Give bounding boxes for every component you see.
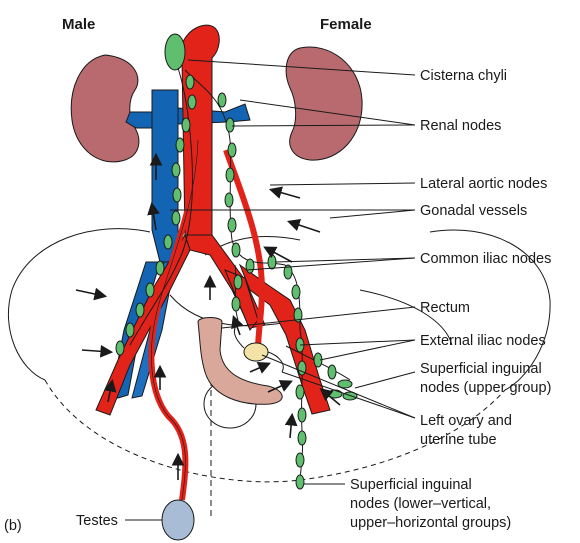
label-cisterna-chyli: Cisterna chyli: [420, 68, 507, 84]
lymph-node: [234, 275, 242, 289]
label-testes: Testes: [76, 513, 118, 529]
lymph-node: [232, 297, 240, 311]
testis: [162, 500, 194, 540]
lymph-node: [296, 385, 304, 399]
label-left-ovary-2: uterine tube: [420, 432, 497, 448]
male-header: Male: [62, 16, 95, 33]
label-rectum: Rectum: [420, 300, 470, 316]
lymph-node: [328, 365, 336, 379]
label-lateral-aortic-nodes: Lateral aortic nodes: [420, 176, 547, 192]
lymph-node: [176, 138, 184, 152]
label-superficial-inguinal-lower-2: nodes (lower–vertical,: [350, 496, 491, 512]
lymph-node: [156, 261, 164, 275]
female-header: Female: [320, 16, 372, 33]
lymph-node: [228, 218, 236, 232]
lymph-node: [296, 453, 304, 467]
lymph-node: [188, 95, 196, 109]
label-superficial-inguinal-lower-3: upper–horizontal groups): [350, 515, 511, 531]
panel-label: (b): [4, 518, 22, 534]
lymph-node: [228, 143, 236, 157]
lymph-node: [226, 168, 234, 182]
lymph-node: [164, 235, 172, 249]
label-superficial-inguinal-lower: Superficial inguinal: [350, 477, 472, 493]
label-common-iliac-nodes: Common iliac nodes: [420, 251, 551, 267]
lymph-node: [226, 118, 234, 132]
lymph-node: [292, 285, 300, 299]
left-kidney: [286, 47, 362, 160]
label-left-ovary: Left ovary and: [420, 413, 512, 429]
lymph-node: [172, 163, 180, 177]
cisterna-chyli: [165, 34, 185, 70]
lymph-node: [225, 193, 233, 207]
lymph-node: [182, 118, 190, 132]
label-gonadal-vessels: Gonadal vessels: [420, 203, 527, 219]
lymph-node: [116, 341, 124, 355]
left-ovary: [244, 343, 268, 361]
lymph-node: [136, 303, 144, 317]
label-superficial-inguinal-upper: Superficial inguinal: [420, 361, 542, 377]
right-kidney: [71, 55, 139, 162]
lymph-node: [126, 323, 134, 337]
lymph-node: [186, 75, 194, 89]
lymph-node: [296, 475, 304, 489]
lymph-node: [298, 408, 306, 422]
lymph-node: [268, 255, 276, 269]
label-external-iliac-nodes: External iliac nodes: [420, 333, 546, 349]
lymph-node: [146, 283, 154, 297]
label-superficial-inguinal-upper-2: nodes (upper group): [420, 380, 551, 396]
lymph-node: [298, 431, 306, 445]
label-renal-nodes: Renal nodes: [420, 118, 501, 134]
lymph-node: [172, 211, 180, 225]
lymph-node: [173, 188, 181, 202]
lymph-node: [232, 243, 240, 257]
lymph-node: [246, 259, 254, 273]
lymph-node: [218, 93, 226, 107]
